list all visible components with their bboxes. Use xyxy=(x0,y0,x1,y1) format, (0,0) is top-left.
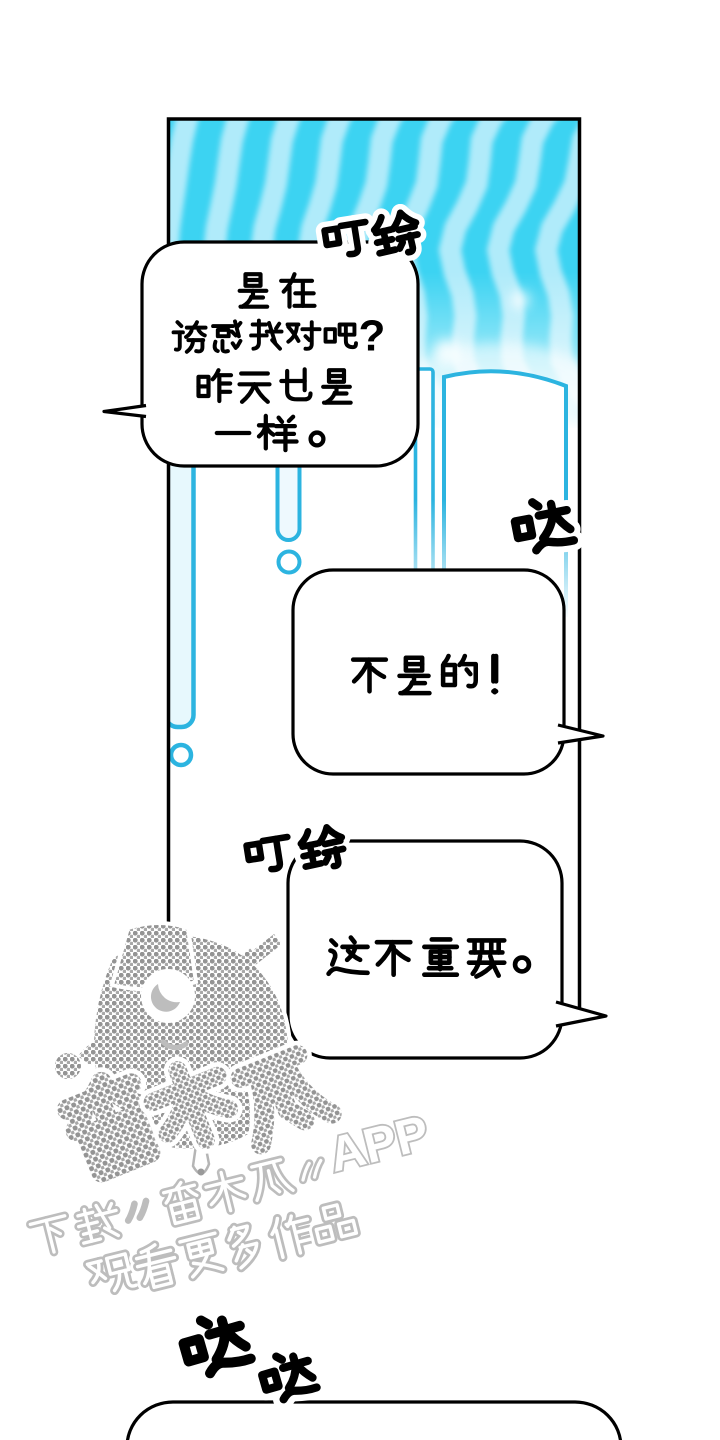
svg-text:?: ? xyxy=(359,312,386,361)
